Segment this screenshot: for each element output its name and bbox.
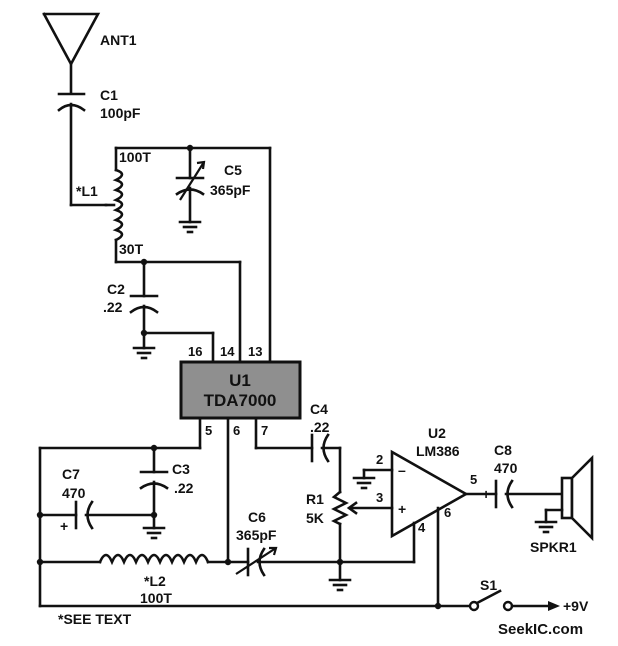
u2-minus: – (398, 462, 406, 478)
supply-rail (38, 589, 560, 612)
c7-label: C7 (62, 466, 80, 482)
supply-label: +9V (563, 598, 589, 614)
l1-top-turns: 100T (119, 149, 151, 165)
watermark: SeekIC.com (498, 621, 583, 638)
ic-u1 (179, 146, 302, 564)
c7-plus: + (60, 518, 68, 534)
speaker-spkr1 (534, 454, 594, 542)
u1-pin14: 14 (220, 344, 235, 359)
junction-dot (150, 444, 158, 452)
u1-pin6: 6 (233, 423, 240, 438)
u2-pin3: 3 (376, 490, 383, 505)
r1-value: 5K (306, 510, 324, 526)
c2-label: C2 (107, 281, 125, 297)
c5-value: 365pF (210, 182, 251, 198)
variable-capacitor-c6 (235, 546, 416, 577)
c4-value: .22 (310, 419, 330, 435)
capacitor-c1 (57, 92, 108, 207)
l2-turns: 100T (140, 590, 172, 606)
u1-pin7: 7 (261, 423, 268, 438)
spkr1-label: SPKR1 (530, 539, 577, 555)
u2-pin2: 2 (376, 452, 383, 467)
c4-label: C4 (310, 401, 328, 417)
c3-label: C3 (172, 461, 190, 477)
c8-plus: + (482, 486, 490, 502)
junction-dot (36, 558, 44, 566)
c1-label: C1 (100, 87, 118, 103)
u2-pin5: 5 (470, 472, 477, 487)
c1-value: 100pF (100, 105, 141, 121)
junction-dot (150, 511, 158, 519)
u1-part: TDA7000 (204, 391, 277, 410)
pin5-network (38, 446, 202, 608)
c7-value: 470 (62, 485, 86, 501)
l1-label: *L1 (76, 183, 98, 199)
c2-value: .22 (103, 299, 123, 315)
potentiometer-r1 (328, 490, 394, 592)
junction-dot (224, 558, 232, 566)
c8-label: C8 (494, 442, 512, 458)
u2-pin6: 6 (444, 505, 451, 520)
l1-bottom-turns: 30T (119, 241, 144, 257)
opamp-u2 (352, 449, 498, 608)
junction-dot (434, 602, 442, 610)
capacitor-c8 (494, 479, 564, 509)
junction-dot (140, 329, 148, 337)
capacitor-c4 (254, 433, 342, 494)
u2-part: LM386 (416, 443, 460, 459)
junction-dot (336, 558, 344, 566)
c6-value: 365pF (236, 527, 277, 543)
ant1-label: ANT1 (100, 32, 137, 48)
l2-label: *L2 (144, 573, 166, 589)
antenna-ant1 (42, 12, 101, 95)
c3-value: .22 (174, 480, 194, 496)
u2-pin4: 4 (418, 520, 426, 535)
c6-label: C6 (248, 509, 266, 525)
u1-pin5: 5 (205, 423, 212, 438)
footnote: *SEE TEXT (58, 611, 132, 627)
u2-label: U2 (428, 425, 446, 441)
u1-pin16: 16 (188, 344, 202, 359)
u1-label: U1 (229, 371, 251, 390)
r1-label: R1 (306, 491, 324, 507)
c8-value: 470 (494, 460, 518, 476)
s1-label: S1 (480, 577, 497, 593)
u1-pin13: 13 (248, 344, 262, 359)
junction-dot (36, 511, 44, 519)
u2-plus: + (398, 501, 406, 517)
variable-capacitor-c5 (175, 146, 206, 234)
c5-label: C5 (224, 162, 242, 178)
capacitor-c2 (129, 260, 215, 364)
